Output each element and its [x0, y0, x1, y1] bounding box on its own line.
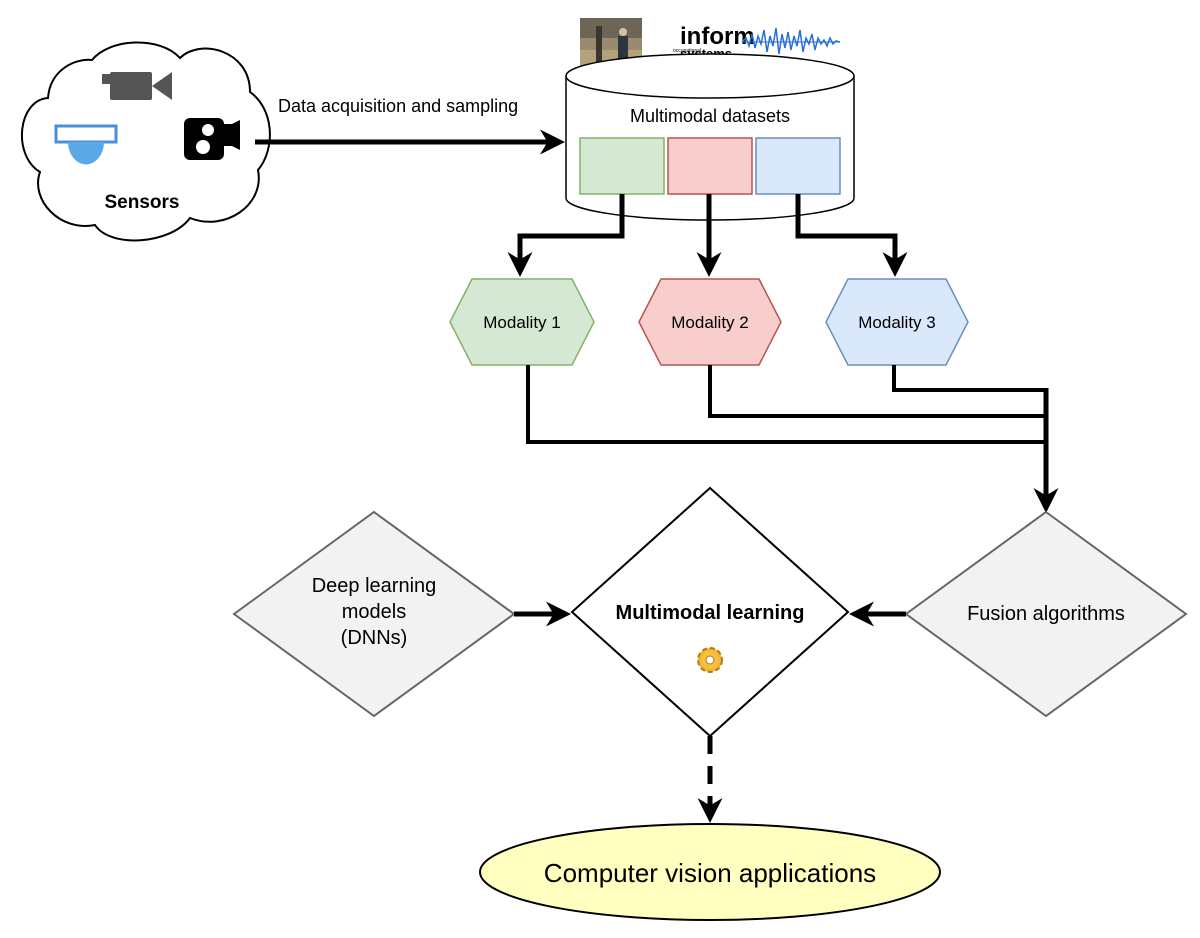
deep-learning-models-node[interactable]: Deep learning models (DNNs) — [232, 510, 516, 718]
audio-waveform-thumbnail — [741, 27, 841, 55]
modality-3-to-fusion-line — [892, 365, 1048, 392]
modality-2-node[interactable]: Modality 2 — [638, 278, 782, 366]
computer-vision-applications-label: Computer vision applications — [544, 858, 876, 888]
svg-text:inform: inform — [680, 23, 755, 50]
multimodal-datasets-label: Multimodal datasets — [630, 106, 790, 126]
fusion-algorithms-node[interactable]: Fusion algorithms — [904, 510, 1188, 718]
dataset-to-modality-3-arrow — [795, 194, 908, 277]
deep-learning-line-1: Deep learning — [312, 575, 437, 597]
modality-3-node[interactable]: Modality 3 — [825, 278, 969, 366]
modality-1-to-fusion-line — [526, 365, 1048, 444]
multimodal-datasets-cylinder[interactable]: Multimodal datasets — [565, 53, 855, 221]
modality-2-to-fusion-line — [708, 365, 1048, 418]
dome-camera-icon — [54, 124, 118, 165]
computer-vision-applications-node[interactable]: Computer vision applications — [479, 823, 941, 921]
gear-icon — [697, 647, 723, 673]
dataset-block-blue — [755, 137, 841, 195]
multimodal-learning-node[interactable]: Multimodal learning — [570, 486, 850, 738]
acquisition-label: Data acquisition and sampling — [278, 96, 518, 116]
multimodal-learning-label: Multimodal learning — [616, 602, 805, 624]
dataset-to-modality-1-arrow — [507, 194, 625, 277]
sensors-cloud[interactable]: Sensors — [20, 41, 271, 242]
modality-1-node[interactable]: Modality 1 — [449, 278, 595, 366]
deep-learning-line-2: models — [342, 601, 406, 623]
modality-3-label: Modality 3 — [858, 313, 935, 332]
modality-2-label: Modality 2 — [671, 313, 748, 332]
fusion-algorithms-label: Fusion algorithms — [967, 603, 1125, 625]
dataset-block-red — [667, 137, 753, 195]
film-camera-icon — [184, 118, 240, 160]
svg-text:occupational: occupational — [673, 48, 701, 54]
dataset-block-green — [579, 137, 665, 195]
video-camera-icon — [102, 72, 172, 100]
deep-learning-line-3: (DNNs) — [341, 627, 408, 649]
sensors-label: Sensors — [105, 192, 180, 213]
modality-1-label: Modality 1 — [483, 313, 560, 332]
